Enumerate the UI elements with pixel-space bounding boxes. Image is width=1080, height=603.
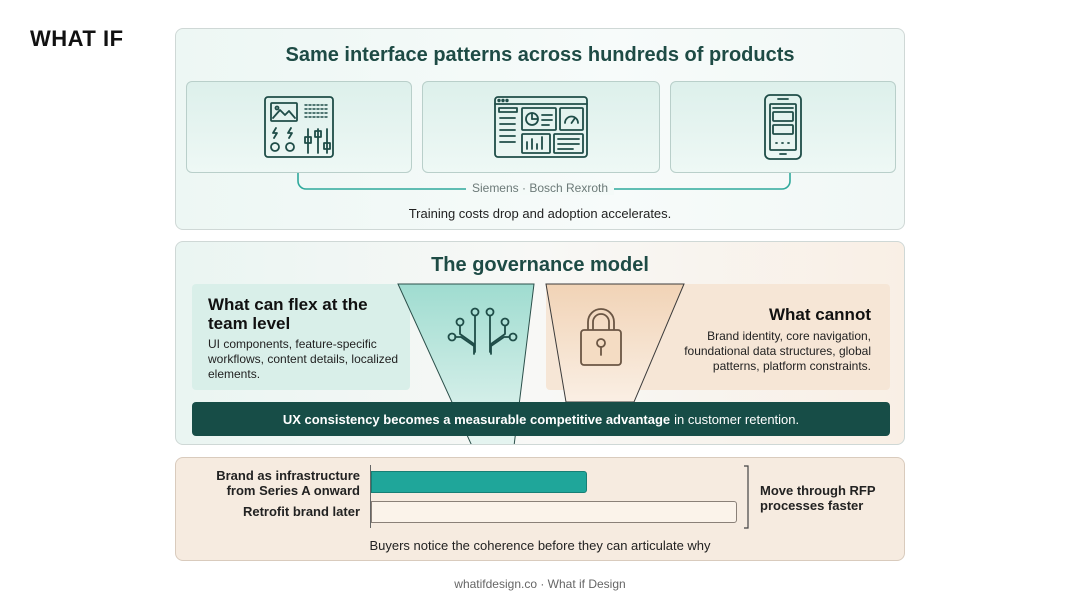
companies-label: Siemens · Bosch Rexroth (176, 181, 904, 195)
banner-rest-text: in customer retention. (674, 411, 800, 427)
padlock-icon (580, 308, 622, 366)
outcome-text: Move through RFP processes faster (760, 483, 876, 513)
mobile-phone-icon (764, 94, 802, 160)
chart-axis (370, 465, 371, 528)
consistency-banner: UX consistency becomes a measurable comp… (192, 402, 890, 436)
bar-label-retrofit: Retrofit brand later (242, 504, 360, 519)
flex-text: UI components, feature-specific workflow… (208, 337, 399, 381)
circuit-icon (447, 307, 518, 355)
card-control-panel (186, 81, 412, 173)
page-footer: whatifdesign.co · What if Design (454, 577, 626, 591)
bar-label-infrastructure: Brand as infrastructure from Series A on… (216, 468, 360, 498)
banner-bold-text: UX consistency becomes a measurable comp… (282, 411, 671, 427)
card-mobile (670, 81, 896, 173)
companies-text: Siemens · Bosch Rexroth (465, 181, 615, 195)
comparison-footnote: Buyers notice the coherence before they … (369, 538, 711, 553)
outcome-bracket (744, 465, 749, 529)
panel-title-governance: The governance model (431, 254, 649, 276)
cannot-heading: What cannot (769, 305, 871, 324)
interface-patterns-panel: Same interface patterns across hundreds … (175, 28, 905, 230)
control-panel-icon (264, 96, 334, 158)
dashboard-icon (494, 96, 588, 158)
comparison-panel: Brand as infrastructure from Series A on… (175, 457, 905, 561)
cannot-text: Brand identity, core navigation, foundat… (684, 329, 871, 373)
flex-box (192, 284, 410, 390)
patterns-footnote: Training costs drop and adoption acceler… (408, 206, 672, 221)
card-dashboard (422, 81, 660, 173)
bar-retrofit (371, 501, 737, 523)
governance-funnel (397, 283, 685, 444)
governance-panel: The governance model What can flex at th… (175, 241, 905, 445)
panel-title-patterns: Same interface patterns across hundreds … (285, 44, 795, 66)
flex-heading: What can flex at the team level (208, 295, 368, 333)
brand-logo: WHAT IF (30, 26, 124, 51)
bar-infrastructure (371, 471, 587, 493)
